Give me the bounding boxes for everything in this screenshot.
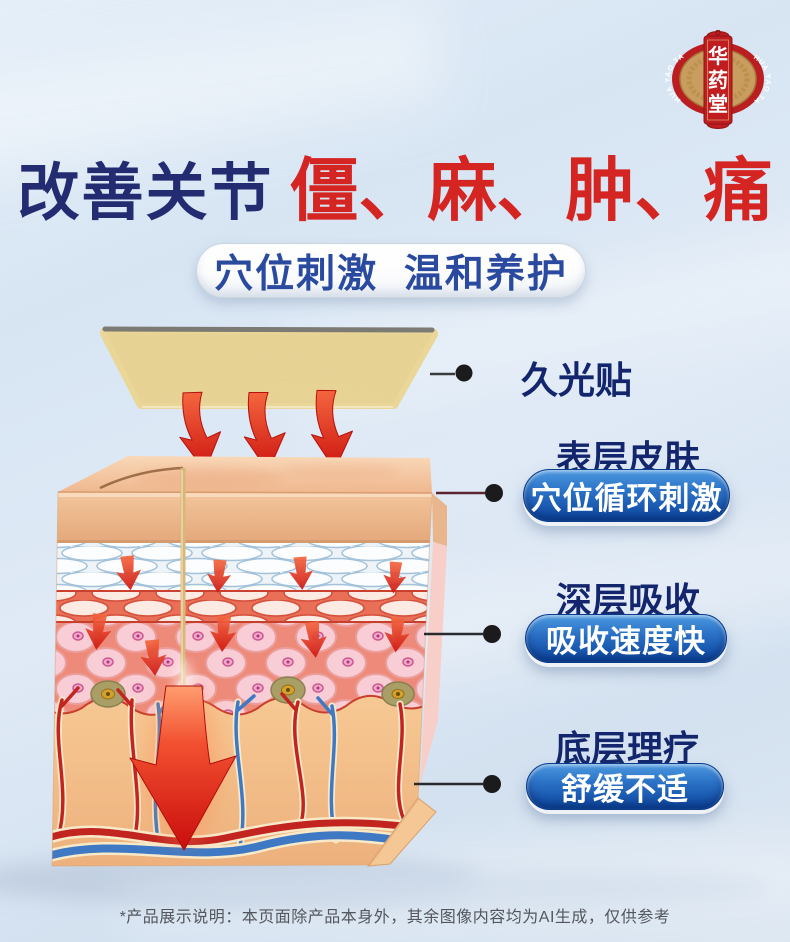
logo-char-2: 药 (708, 68, 728, 92)
patch-icon (100, 326, 438, 409)
subtitle-pill: 穴位刺激 温和养护 (196, 243, 586, 298)
floor-shadow (110, 868, 770, 908)
logo-scroll-banner (703, 30, 733, 129)
callout-badge-deep: 吸收速度快 (525, 614, 727, 663)
page-title: 改善关节 僵、麻、肿、痛 (0, 134, 790, 234)
disclaimer-text: *产品展示说明：本页面除产品本身外，其余图像内容均为AI生成，仅供参考 (119, 909, 671, 926)
callout-badge-deep-text: 吸收速度快 (546, 624, 706, 659)
callout-dot (483, 775, 501, 793)
title-red-part: 僵、麻、肿、痛 (289, 152, 773, 229)
callout-badge-bottom: 舒缓不适 (526, 763, 724, 810)
title-blue-part: 改善关节 (17, 159, 274, 228)
subtitle-pill-text: 穴位刺激 温和养护 (214, 252, 568, 296)
callout-dot (483, 625, 501, 643)
logo-char-3: 堂 (708, 93, 728, 116)
callout-leaders (414, 364, 503, 793)
logo-char-1: 华 (708, 44, 728, 68)
skin-block (51, 456, 447, 867)
deep-therapy-arrow-icon (129, 660, 237, 851)
callout-patch-label: 久光贴 (521, 360, 632, 401)
callout-badge-bottom-text: 舒缓不适 (561, 772, 689, 807)
callout-badge-surface-text: 穴位循环刺激 (530, 481, 723, 516)
callout-dot (485, 484, 503, 502)
callout-badge-surface: 穴位循环刺激 (523, 469, 730, 522)
callout-heading-bottom: 底层理疗 (554, 728, 699, 769)
brand-logo: 华 药 堂 HUA YAO TANG HUA YAO TANG (665, 30, 770, 129)
callout-dot (455, 364, 473, 382)
